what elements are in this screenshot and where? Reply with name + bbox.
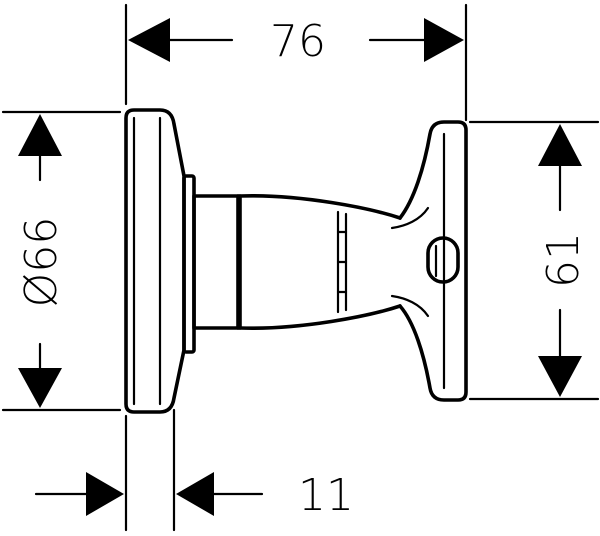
- extension-lines: [1, 3, 600, 532]
- dimension-label-76: 76: [270, 16, 326, 67]
- arrowhead-up: [18, 114, 62, 156]
- handle-stem: [192, 194, 402, 330]
- arrowhead-right: [424, 18, 464, 62]
- handle-slot: [426, 236, 460, 284]
- dimension-height-handle: 61: [538, 124, 589, 397]
- dimension-label-diameter: Ø66: [16, 217, 67, 308]
- arrowhead-down: [538, 356, 582, 397]
- dimension-diameter: Ø66: [16, 114, 67, 408]
- dimension-label-11: 11: [298, 470, 354, 521]
- arrowhead-up: [538, 124, 582, 166]
- rosette-plate: [124, 108, 186, 414]
- arrowhead-down: [18, 368, 62, 408]
- arrowhead-left: [128, 18, 170, 62]
- dimension-width-overall: 76: [128, 16, 464, 67]
- dimension-label-61: 61: [538, 232, 589, 288]
- cross-handle: [390, 120, 468, 402]
- dimension-rosette-depth: 11: [34, 470, 354, 521]
- arrowhead-left: [176, 472, 214, 516]
- arrowhead-right: [86, 472, 124, 516]
